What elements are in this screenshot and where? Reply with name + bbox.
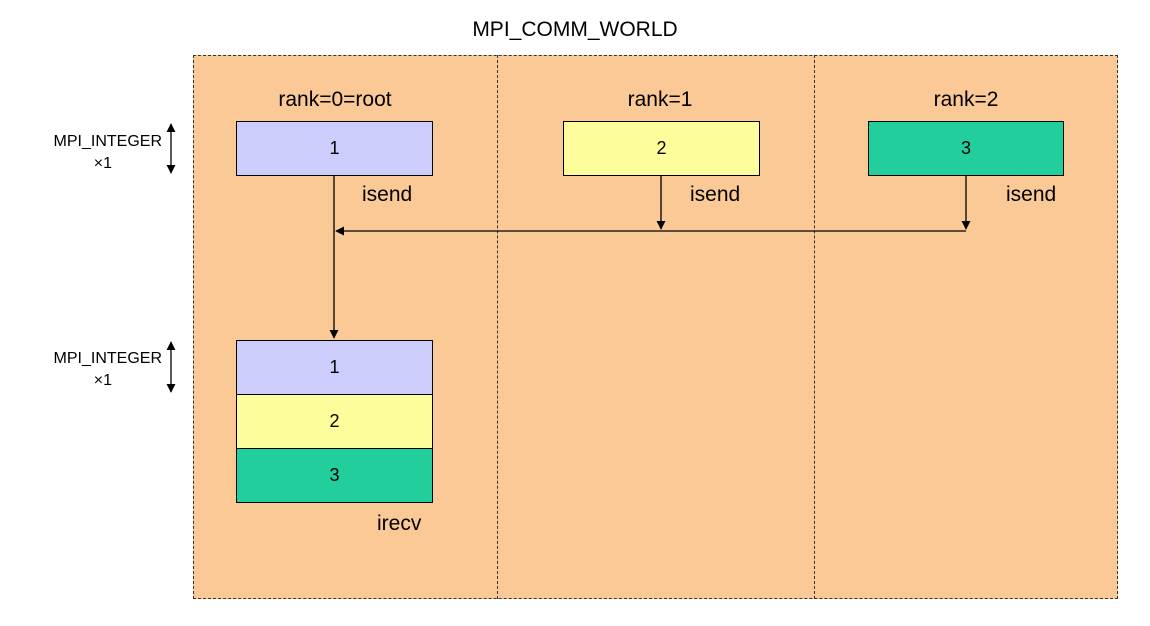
send-size-type: MPI_INTEGER [53, 133, 162, 150]
recv-buffer-slot-1: 1 [236, 340, 433, 395]
rank-0-send-value: 1 [329, 138, 340, 158]
recv-size-label: MPI_INTEGER ×1 [8, 348, 162, 392]
irecv-label: irecv [377, 512, 422, 535]
rank-0-isend-label: isend [362, 183, 413, 206]
diagram-title: MPI_COMM_WORLD [472, 18, 678, 41]
recv-value-3: 3 [329, 465, 340, 485]
recv-buffer-slot-3: 3 [236, 448, 433, 503]
send-size-count: ×1 [93, 155, 112, 172]
rank-2-send-value: 3 [960, 138, 971, 158]
rank-1-send-value: 2 [656, 138, 667, 158]
rank-divider-1 [497, 55, 498, 599]
recv-size-count: ×1 [93, 372, 112, 389]
recv-buffer-slot-2: 2 [236, 394, 433, 449]
recv-value-1: 1 [329, 357, 340, 377]
rank-1-isend-label: isend [690, 183, 741, 206]
rank-0-label: rank=0=root [278, 88, 392, 111]
recv-size-type: MPI_INTEGER [53, 350, 162, 367]
rank-divider-2 [814, 55, 815, 599]
send-size-label: MPI_INTEGER ×1 [8, 131, 162, 175]
rank-2-isend-label: isend [1006, 183, 1057, 206]
rank-2-send-buffer: 3 [868, 121, 1064, 176]
rank-1-send-buffer: 2 [563, 121, 760, 176]
recv-value-2: 2 [329, 411, 340, 431]
rank-2-label: rank=2 [933, 88, 999, 111]
rank-1-label: rank=1 [627, 88, 693, 111]
rank-0-send-buffer: 1 [236, 121, 433, 176]
